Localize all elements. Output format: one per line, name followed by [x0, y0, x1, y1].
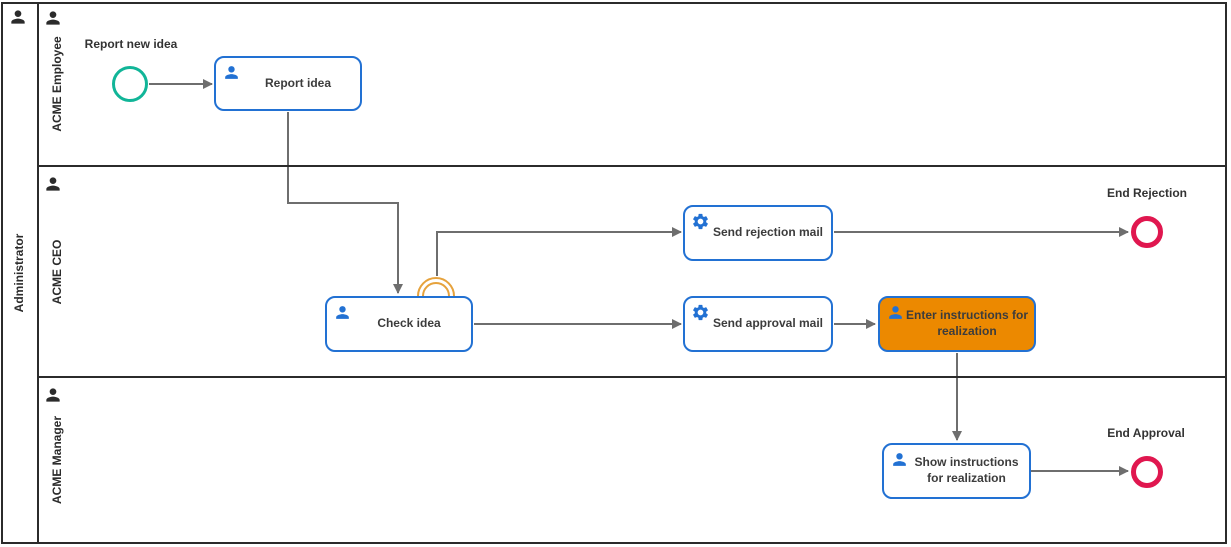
pool-header-divider	[37, 2, 39, 544]
task-show-instructions-for-realization[interactable]: Show instructions for realization	[882, 443, 1031, 499]
task-label: Report idea	[264, 75, 331, 90]
task-send-approval-mail[interactable]: Send approval mail	[683, 296, 833, 352]
lane-manager-person-icon	[46, 388, 60, 402]
task-check-idea[interactable]: Check idea	[325, 296, 473, 352]
end-event-approval[interactable]	[1131, 456, 1163, 488]
end-approval-label: End Approval	[1107, 426, 1185, 440]
lane-divider	[38, 376, 1227, 378]
pool-label: Administrator	[12, 233, 26, 313]
task-label: Send rejection mail	[712, 225, 824, 240]
end-rejection-label: End Rejection	[1106, 186, 1187, 200]
user-task-icon	[889, 306, 902, 319]
service-task-gear-icon	[693, 213, 708, 230]
lane-label-acme-employee: ACME Employee	[50, 36, 64, 132]
task-label: Check idea	[377, 316, 441, 331]
user-task-icon	[893, 453, 906, 466]
lane-employee-person-icon	[46, 11, 60, 25]
user-task-icon	[225, 66, 238, 79]
task-label: Send approval mail	[712, 316, 824, 331]
user-task-icon	[336, 306, 349, 319]
start-event-label: Report new idea	[84, 37, 178, 51]
lane-divider	[38, 165, 1227, 167]
task-label: Show instructions for realization	[914, 455, 1019, 485]
pool-person-icon	[11, 10, 25, 24]
task-report-idea[interactable]: Report idea	[214, 56, 362, 111]
lane-label-acme-manager: ACME Manager	[50, 415, 64, 505]
start-event[interactable]	[112, 66, 148, 102]
task-label: Enter instructions for realization	[906, 308, 1029, 338]
end-event-rejection[interactable]	[1131, 216, 1163, 248]
lane-ceo-person-icon	[46, 177, 60, 191]
task-send-rejection-mail[interactable]: Send rejection mail	[683, 205, 833, 261]
service-task-gear-icon	[693, 304, 708, 321]
lane-label-acme-ceo: ACME CEO	[50, 239, 64, 305]
task-enter-instructions-for-realization[interactable]: Enter instructions for realization	[878, 296, 1036, 352]
